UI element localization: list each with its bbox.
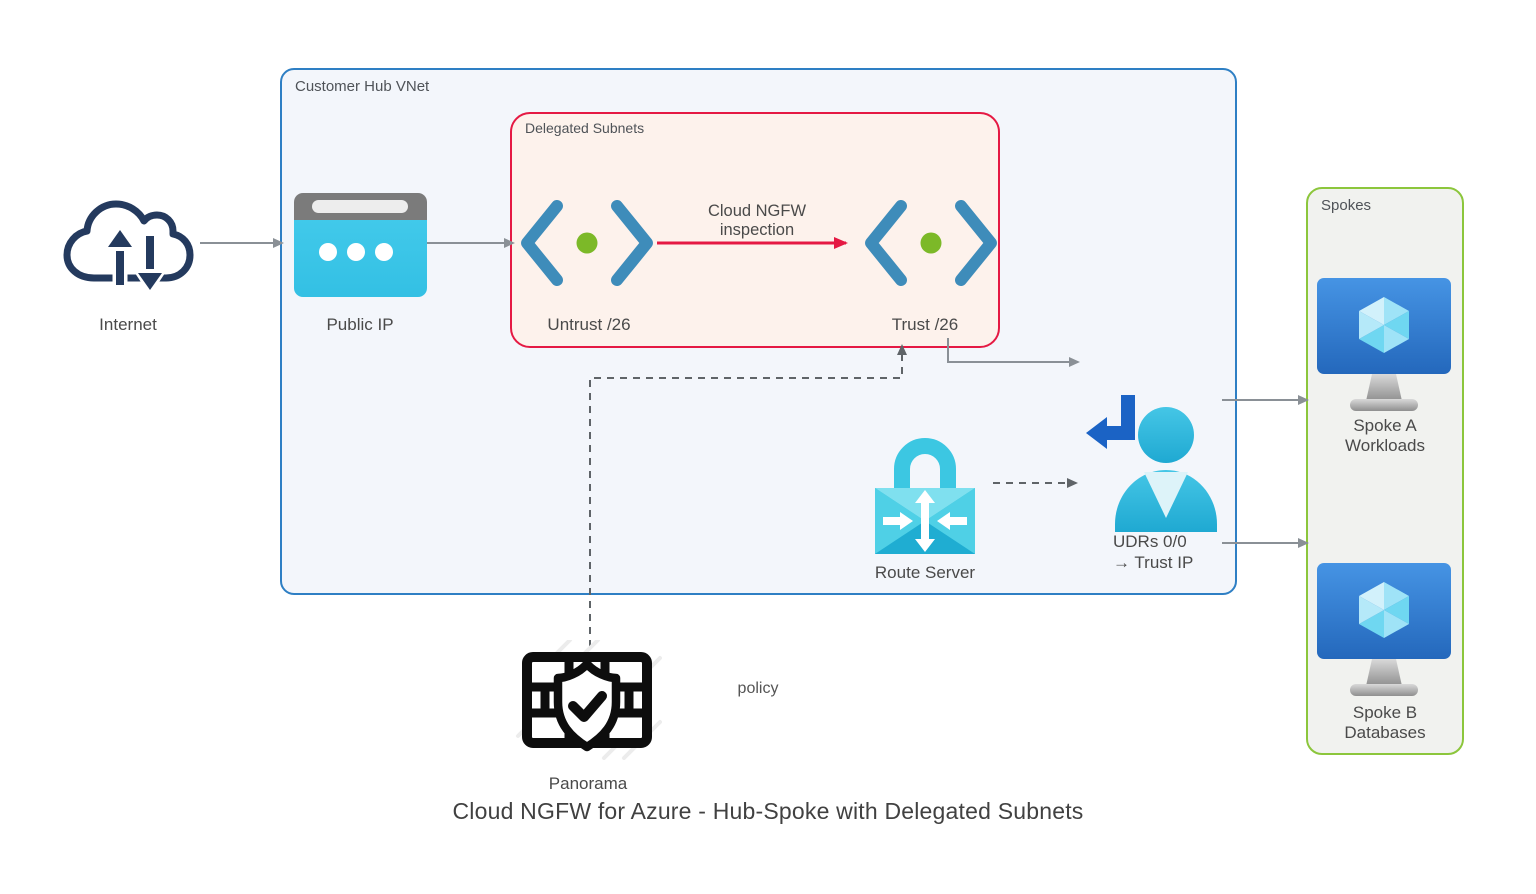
internet-label: Internet xyxy=(99,315,157,334)
spoke-a-label: Spoke A Workloads xyxy=(1345,416,1425,455)
udr-return-arrow-icon xyxy=(1086,395,1135,449)
diagram-title: Cloud NGFW for Azure - Hub-Spoke with De… xyxy=(452,798,1084,824)
internet-cloud-icon xyxy=(63,200,194,296)
trust-subnet-icon xyxy=(865,200,997,286)
trust-subnet-label: Trust /26 xyxy=(891,315,959,334)
untrust-subnet-icon xyxy=(521,200,653,286)
public-ip-icon-body xyxy=(294,220,427,297)
panorama-label: Panorama xyxy=(548,774,628,793)
route-server-label: Route Server xyxy=(874,563,976,582)
udr-label: UDRs 0/0 → Trust IP xyxy=(1113,532,1194,572)
spoke-b-vm-icon xyxy=(1317,563,1451,696)
public-ip-label: Public IP xyxy=(326,315,394,334)
delegated-subnets-box: Delegated Subnets xyxy=(510,112,1000,348)
spoke-a-vm-icon xyxy=(1317,278,1451,411)
public-ip-icon-titlebar xyxy=(294,193,427,220)
delegated-subnets-label: Delegated Subnets xyxy=(525,120,645,136)
udr-user-icon xyxy=(1115,407,1217,532)
route-server-icon xyxy=(875,438,975,554)
hub-vnet-label: Customer Hub VNet xyxy=(295,78,430,95)
panorama-firewall-icon xyxy=(516,640,662,760)
untrust-subnet-label: Untrust /26 xyxy=(547,315,631,334)
spokes-label: Spokes xyxy=(1321,197,1372,214)
policy-label: policy xyxy=(737,680,779,697)
public-ip-icon xyxy=(294,193,427,297)
ngfw-inspection-label: Cloud NGFW inspection xyxy=(707,202,807,239)
spoke-b-label: Spoke B Databases xyxy=(1344,703,1426,742)
